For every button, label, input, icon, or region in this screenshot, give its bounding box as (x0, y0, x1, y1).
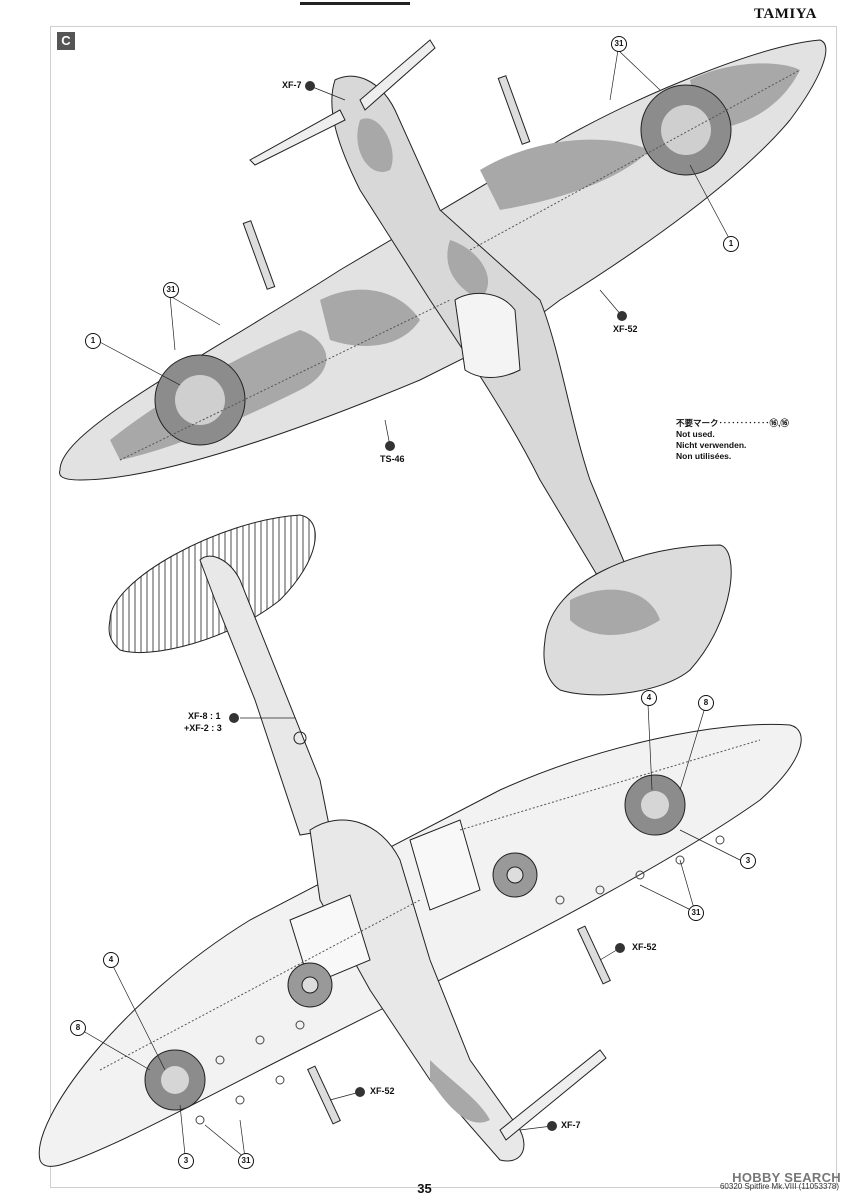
decal-8-bottom-left: 8 (70, 1020, 86, 1036)
bottom-view-aircraft (38, 514, 802, 1167)
page-number: 35 (417, 1181, 432, 1196)
step-letter: C (57, 32, 75, 50)
bottom-rear-fuselage (199, 555, 331, 836)
step-frame (50, 26, 837, 1188)
paint-xf52-top: XF-52 (613, 324, 638, 334)
top-prop-blade-2 (359, 39, 436, 111)
decal-1-top-right: 1 (723, 236, 739, 252)
decal-31-bottom-left: 31 (238, 1153, 254, 1169)
paint-xf8-mix: XF-8 : 1 (188, 711, 221, 721)
bottom-prop-blade-1 (499, 1049, 607, 1141)
paint-ts46: TS-46 (380, 454, 405, 464)
brand-logo: TAMIYA (753, 6, 817, 22)
top-camo-2 (320, 289, 420, 346)
top-prop-blade-1 (249, 109, 346, 166)
paint-xf52-bottom-right: XF-52 (632, 942, 657, 952)
paint-xf7-top: XF-7 (282, 80, 302, 90)
paint-markers (229, 81, 627, 1131)
decal-8-bottom-right: 8 (698, 695, 714, 711)
top-view-aircraft (59, 39, 827, 696)
decal-3-bottom-right: 3 (740, 853, 756, 869)
unused-decals-legend: 不要マーク‥‥‥‥‥‥⑯,⑯ Not used. Nicht verwenden… (676, 418, 789, 462)
paint-xf52-bottom-left: XF-52 (370, 1086, 395, 1096)
top-camo-3 (480, 139, 650, 210)
decal-31-bottom-right: 31 (688, 905, 704, 921)
decal-4-bottom-left: 4 (103, 952, 119, 968)
decal-31-top: 31 (611, 36, 627, 52)
legend-de: Nicht verwenden. (676, 440, 747, 450)
paint-xf2-mix: +XF-2 : 3 (184, 723, 222, 733)
legend-en: Not used. (676, 429, 715, 439)
legend-jp: 不要マーク‥‥‥‥‥‥⑯,⑯ (676, 418, 789, 428)
top-rule (300, 2, 410, 5)
paint-xf7-bottom: XF-7 (561, 1120, 581, 1130)
decal-3-bottom-left: 3 (178, 1153, 194, 1169)
decal-31-top-left: 31 (163, 282, 179, 298)
top-canopy (454, 292, 521, 378)
watermark-logo: HOBBY SEARCH (732, 1170, 841, 1185)
decal-1-top-left: 1 (85, 333, 101, 349)
leader-lines (77, 49, 741, 1159)
product-code: 60320 Spitfire Mk.VIII (11053378) (719, 1182, 839, 1191)
decal-4-bottom-right: 4 (641, 690, 657, 706)
legend-fr: Non utilisées. (676, 451, 732, 461)
bottom-radiator-right (409, 819, 481, 911)
bottom-fuselage (309, 819, 525, 1162)
